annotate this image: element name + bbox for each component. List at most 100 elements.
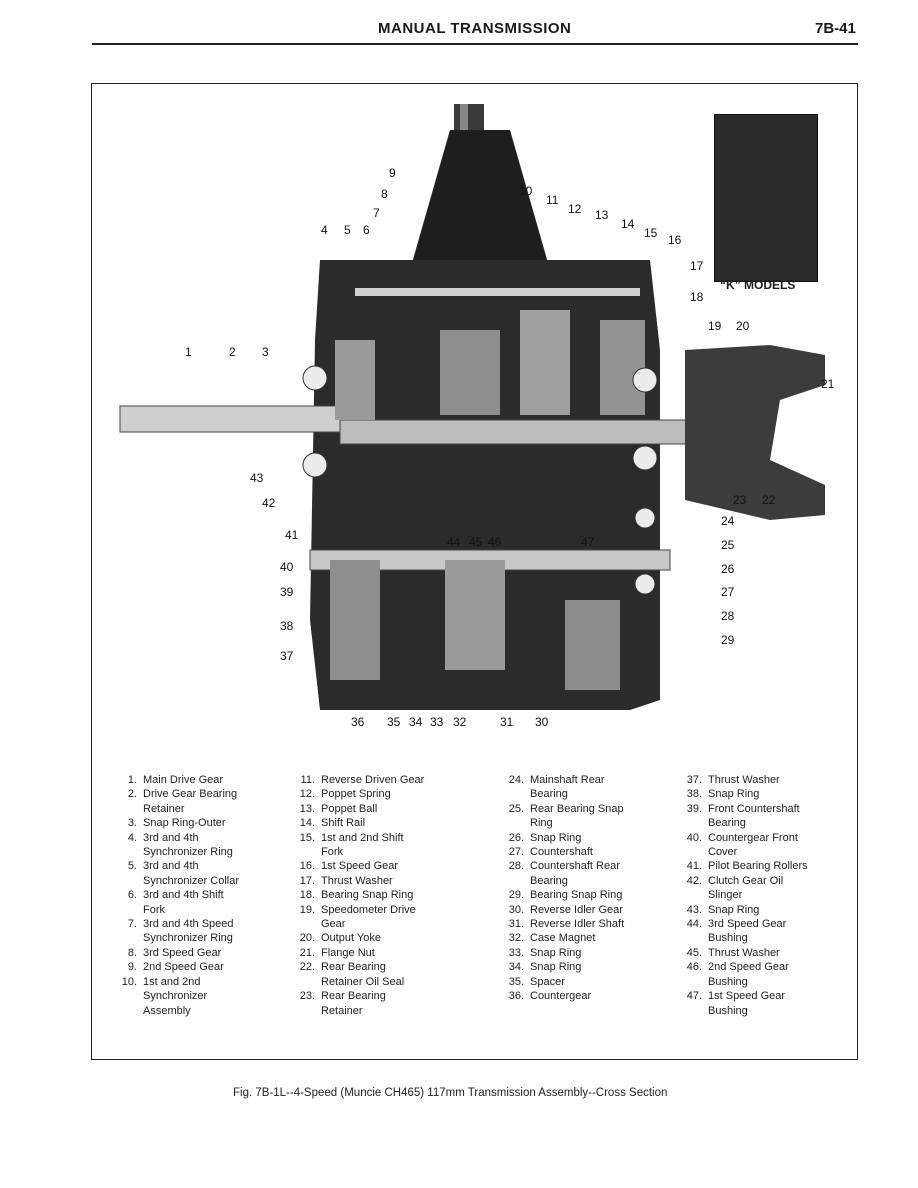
callout-42: 42: [262, 496, 276, 510]
legend-item: 25.Rear Bearing Snap Ring: [508, 802, 624, 830]
legend-item: 47.1st Speed Gear Bushing: [686, 990, 786, 1017]
callout-33: 33: [430, 715, 444, 729]
legend-item: 15.1st and 2nd Shift Fork: [299, 831, 404, 859]
legend-item: 41.Pilot Bearing Rollers: [686, 860, 808, 873]
legend-item: 28.Countershaft Rear Bearing: [508, 860, 620, 887]
legend-column-2: 11.Reverse Driven Gear 12.Poppet Spring …: [291, 773, 481, 1018]
callout-34: 34: [409, 715, 423, 729]
callout-43: 43: [250, 471, 264, 485]
figure-caption: Fig. 7B-1L--4-Speed (Muncie CH465) 117mm…: [233, 1087, 668, 1099]
legend-item: 40.Countergear Front Cover: [686, 831, 798, 859]
callout-35: 35: [387, 715, 401, 729]
callout-38: 38: [280, 619, 294, 633]
legend-item: 2.Drive Gear Bearing Retainer: [127, 788, 238, 815]
callout-37: 37: [280, 649, 294, 663]
callout-18: 18: [690, 290, 704, 304]
legend-item: 45.Thrust Washer: [686, 946, 780, 959]
callout-24: 24: [721, 514, 735, 528]
callout-28: 28: [721, 609, 735, 623]
callout-27: 27: [721, 585, 735, 599]
callout-9: 9: [389, 166, 396, 180]
callout-7: 7: [373, 206, 380, 220]
callout-6: 6: [363, 223, 370, 237]
legend-item: 42.Clutch Gear Oil Slinger: [686, 874, 784, 902]
legend-item: 19.Speedometer Drive Gear: [299, 903, 416, 931]
callout-25: 25: [721, 538, 735, 552]
callout-23: 23: [733, 493, 747, 507]
legend-item: 9.2nd Speed Gear: [127, 961, 224, 974]
callout-14: 14: [621, 217, 635, 231]
callout-8: 8: [381, 187, 388, 201]
legend-item: 17.Thrust Washer: [299, 874, 393, 887]
callout-13: 13: [595, 208, 609, 222]
legend-column-3: 24.Mainshaft Rear Bearing 25.Rear Bearin…: [500, 773, 675, 1004]
legend-item: 1.Main Drive Gear: [127, 774, 224, 786]
callout-29: 29: [721, 633, 735, 647]
callout-10: 10: [519, 184, 533, 198]
legend-item: 29.Bearing Snap Ring: [508, 889, 623, 902]
legend-item: 27.Countershaft: [508, 846, 593, 859]
legend-item: 10.1st and 2nd Synchronizer Assembly: [121, 975, 208, 1017]
legend-item: 13.Poppet Ball: [299, 802, 378, 815]
legend-item: 23.Rear Bearing Retainer: [299, 990, 386, 1017]
figure-frame: [91, 83, 858, 1060]
callout-21: 21: [821, 377, 835, 391]
callout-31: 31: [500, 715, 514, 729]
callout-19: 19: [708, 319, 722, 333]
legend-item: 38.Snap Ring: [686, 788, 760, 801]
legend-item: 44.3rd Speed Gear Bushing: [686, 918, 787, 945]
callout-45: 45: [469, 535, 483, 549]
legend-item: 16.1st Speed Gear: [299, 860, 399, 873]
callout-2: 2: [229, 345, 236, 359]
callout-44: 44: [447, 535, 461, 549]
legend-item: 35.Spacer: [508, 975, 565, 988]
callout-32: 32: [453, 715, 467, 729]
legend-item: 12.Poppet Spring: [299, 788, 391, 801]
legend-column-1: 1.Main Drive Gear 2.Drive Gear Bearing R…: [113, 773, 283, 1018]
callout-46: 46: [488, 535, 502, 549]
callout-41: 41: [285, 528, 299, 542]
legend-item: 5.3rd and 4th Synchronizer Collar: [127, 860, 239, 887]
legend-item: 18.Bearing Snap Ring: [299, 889, 414, 902]
header-rule: [92, 43, 858, 45]
transmission-cross-section-illustration: [119, 104, 825, 710]
callout-36: 36: [351, 715, 365, 729]
page-header-title: MANUAL TRANSMISSION: [378, 20, 572, 37]
legend-item: 20.Output Yoke: [299, 932, 381, 945]
k-models-inset-illustration: [714, 114, 818, 282]
legend-item: 6.3rd and 4th Shift Fork: [127, 889, 224, 916]
legend-item: 3.Snap Ring-Outer: [127, 817, 226, 830]
callout-40: 40: [280, 560, 294, 574]
callout-15: 15: [644, 226, 658, 240]
callout-1: 1: [185, 345, 192, 359]
callout-30: 30: [535, 715, 549, 729]
legend-item: 46.2nd Speed Gear Bushing: [686, 961, 789, 988]
legend-item: 24.Mainshaft Rear Bearing: [508, 774, 605, 801]
page-number: 7B-41: [815, 20, 856, 37]
legend-item: 14.Shift Rail: [299, 817, 366, 830]
k-models-label: “K” MODELS: [720, 278, 796, 292]
legend-item: 31.Reverse Idler Shaft: [508, 918, 625, 931]
callout-22: 22: [762, 493, 776, 507]
legend-item: 26.Snap Ring: [508, 831, 582, 844]
legend-item: 33.Snap Ring: [508, 946, 582, 959]
callout-39: 39: [280, 585, 294, 599]
legend-item: 7.3rd and 4th Speed Synchronizer Ring: [127, 918, 234, 945]
callout-5: 5: [344, 223, 351, 237]
legend-item: 4.3rd and 4th Synchronizer Ring: [127, 831, 233, 859]
legend-item: 32.Case Magnet: [508, 932, 596, 945]
callout-12: 12: [568, 202, 582, 216]
callout-47: 47: [581, 535, 595, 549]
legend-item: 43.Snap Ring: [686, 903, 760, 916]
legend-column-4: 37.Thrust Washer 38.Snap Ring 39.Front C…: [678, 773, 853, 1018]
legend-item: 30.Reverse Idler Gear: [508, 903, 623, 916]
legend-item: 34.Snap Ring: [508, 961, 582, 974]
legend-item: 22.Rear Bearing Retainer Oil Seal: [299, 961, 405, 988]
legend-item: 37.Thrust Washer: [686, 774, 780, 786]
legend-item: 39.Front Countershaft Bearing: [686, 802, 800, 830]
callout-16: 16: [668, 233, 682, 247]
callout-20: 20: [736, 319, 750, 333]
legend-item: 21.Flange Nut: [299, 946, 375, 959]
callout-3: 3: [262, 345, 269, 359]
callout-11: 11: [546, 193, 559, 207]
